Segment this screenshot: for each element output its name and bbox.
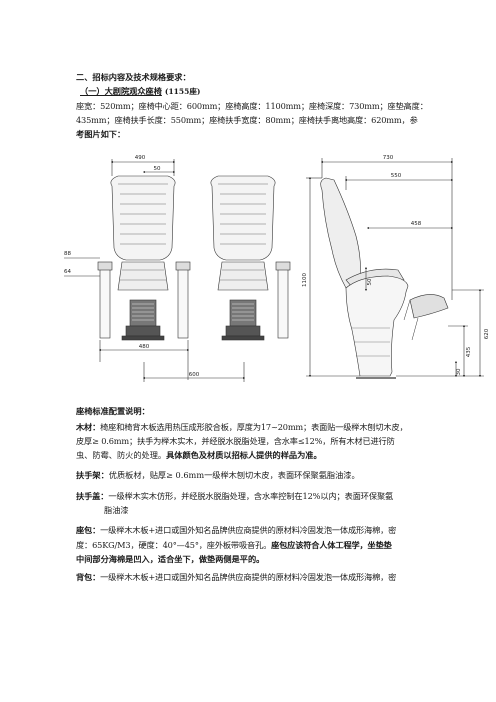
spec-line-3: 考图片如下： — [76, 129, 126, 139]
cushion-text-1: 一级榉木木板+进口或国外知名品牌供应商提供的原材料冷固发泡一体成形海棉，密 — [100, 525, 397, 535]
chair-technical-drawing: 490 50 88 64 480 600 730 550 458 1100 50… — [64, 155, 490, 382]
armframe-text: 优质板材，贴厚≥ 0.6mm一级榉木刨切木皮，表面环保聚氨脂油漆。 — [108, 470, 360, 480]
cushion-line-1: 座包：一级榉木木板+进口或国外知名品牌供应商提供的原材料冷固发泡一体成形海棉，密 — [76, 525, 396, 536]
wood-line-1: 木材：椅座和椅背木板选用热压成形胶合板，厚度为17~20mm；表面贴一级榉木刨切… — [76, 422, 408, 433]
wood-line-3: 虫、防霉、防火的处理。具体颜色及材质以招标人提供的样品为准。 — [76, 450, 322, 461]
dim-top-width: 490 — [135, 155, 146, 161]
back-label: 背包： — [76, 572, 101, 582]
dim-side-550: 550 — [391, 173, 402, 179]
cushion-line-3: 中间部分海棉是凹入，适合坐下，做垫两侧是平的。 — [76, 554, 265, 564]
section-title: 二、招标内容及技术规格要求： — [76, 72, 191, 82]
back-text-1: 一级榉木木板+进口或国外知名品牌供应商提供的原材料冷固发泡一体成形海棉，密 — [100, 572, 397, 582]
dim-back-small: 50 — [154, 166, 161, 172]
config-title: 座椅标准配置说明： — [76, 406, 150, 416]
cushion-text-2a: 度：65KG/M3，硬度：40°—45°，座外板带吸音孔。 — [76, 540, 272, 550]
wood-text-3b: 具体颜色及材质以招标人提供的样品为准。 — [166, 450, 322, 460]
dim-seat-435: 435 — [466, 346, 472, 357]
armcover-label: 扶手盖： — [76, 491, 109, 501]
cushion-line-2: 度：65KG/M3，硬度：40°—45°，座外板带吸音孔。座包应该符合人体工程学… — [76, 540, 392, 551]
dim-bottom-480: 480 — [139, 344, 150, 350]
armcover-text-1: 一级榉木实木仿形，并经脱水脱脂处理，含水率控制在12%以内；表面环保聚氨 — [108, 491, 394, 501]
cushion-label: 座包： — [76, 525, 101, 535]
armcover-line-1: 扶手盖：一级榉木实木仿形，并经脱水脱脂处理，含水率控制在12%以内；表面环保聚氨 — [76, 491, 393, 502]
cushion-text-2b: 座包应该符合人体工程学，坐垫垫 — [271, 540, 392, 550]
subsection-title-text: （一）大剧院观众座椅 — [80, 86, 162, 96]
dim-bottom-600: 600 — [189, 372, 200, 378]
dim-left-64: 64 — [64, 269, 71, 275]
wood-label: 木材： — [76, 422, 101, 432]
dim-seat-620: 620 — [484, 328, 490, 339]
dim-left-88: 88 — [64, 251, 71, 257]
wood-text-3a: 虫、防霉、防火的处理。 — [76, 450, 167, 460]
dim-foot-30: 30 — [456, 368, 462, 375]
spec-line-1: 座宽：520mm；座椅中心距：600mm；座椅高度：1100mm；座椅深度：73… — [76, 101, 428, 111]
subsection-title: （一）大剧院观众座椅(1155座) — [80, 86, 200, 97]
front-view-chair-left — [97, 175, 191, 341]
dim-seat-50: 50 — [367, 278, 373, 285]
dim-side-458: 458 — [411, 221, 422, 227]
spec-line-2: 435mm；座椅扶手长度：550mm；座椅扶手宽度：80mm；座椅扶手离地高度：… — [76, 115, 418, 125]
dim-side-730: 730 — [383, 155, 394, 161]
side-view-chair — [320, 177, 449, 379]
dim-height-1100: 1100 — [302, 273, 308, 287]
back-line-1: 背包：一级榉木木板+进口或国外知名品牌供应商提供的原材料冷固发泡一体成形海棉，密 — [76, 572, 396, 583]
wood-line-2: 皮厚≥ 0.6mm；扶手为榉木实木，并经脱水脱脂处理，含水率≤12%，所有木材已… — [76, 436, 395, 446]
armframe-label: 扶手架： — [76, 470, 109, 480]
subsection-count: (1155座) — [164, 87, 201, 96]
wood-text-1: 椅座和椅背木板选用热压成形胶合板，厚度为17~20mm；表面贴一级榉木刨切木皮， — [100, 422, 408, 432]
armframe-line: 扶手架：优质板材，贴厚≥ 0.6mm一级榉木刨切木皮，表面环保聚氨脂油漆。 — [76, 470, 360, 481]
armcover-line-2: 脂油漆 — [104, 505, 129, 515]
front-view-chair-right — [210, 175, 291, 341]
